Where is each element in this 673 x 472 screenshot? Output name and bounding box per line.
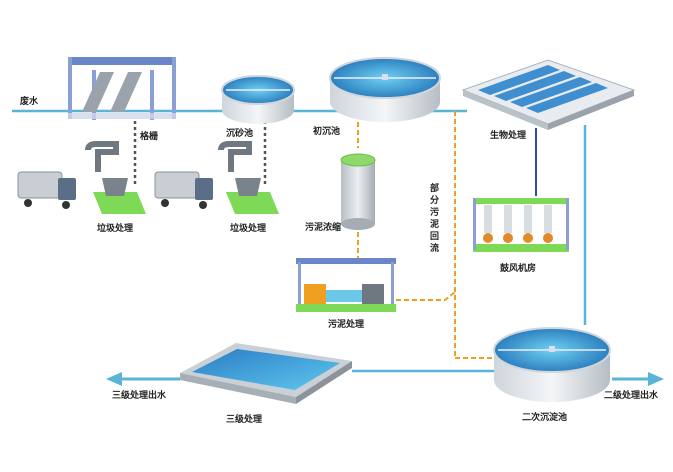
secondary-clarifier-icon [493, 327, 611, 402]
svg-text:回: 回 [430, 231, 439, 242]
svg-text:流: 流 [430, 242, 439, 254]
thickener-cylinder-icon [340, 153, 376, 230]
primary-clarifier-label: 初沉池 [313, 125, 340, 137]
garbage-truck-icon [17, 171, 76, 209]
svg-text:泥: 泥 [430, 218, 439, 230]
grit-chamber-label: 沉砂池 [226, 127, 253, 139]
tertiary-treatment-label: 三级处理 [226, 413, 262, 425]
screen-label: 格栅 [140, 130, 158, 142]
secondary-outflow-arrow [612, 372, 664, 386]
garbage-truck-icon [154, 171, 213, 209]
garbage-treatment-2-label: 垃圾处理 [230, 222, 266, 234]
garbage-treatment-1-label: 垃圾处理 [97, 222, 133, 234]
sludge-thickener-label: 污泥浓缩 [305, 221, 341, 233]
grit-tank-icon [221, 75, 295, 124]
sludge-treatment-label: 污泥处理 [328, 318, 364, 330]
blower-icon [473, 198, 569, 252]
wastewater-label: 废水 [20, 95, 39, 107]
tertiary-basin-icon [180, 343, 352, 404]
sludge-return-label: 部 分 污 泥 回 流 [430, 182, 439, 254]
svg-text:部: 部 [430, 182, 439, 194]
blower-room-label: 鼓风机房 [500, 262, 536, 274]
garbage-hopper-icon [85, 141, 146, 214]
svg-text:污: 污 [430, 206, 439, 218]
tertiary-outlet-label: 三级处理出水 [112, 389, 167, 401]
sludge-lines [357, 111, 500, 359]
waste-lines [133, 121, 267, 185]
screen-frame-icon [68, 57, 176, 120]
secondary-clarifier-label: 二次沉淀池 [522, 411, 567, 423]
sludge-press-icon [296, 258, 396, 312]
bio-basin-icon [461, 59, 636, 130]
svg-text:分: 分 [430, 194, 439, 206]
tertiary-outflow-arrow [106, 372, 180, 386]
garbage-hopper-icon [218, 141, 279, 214]
biological-treatment-label: 生物处理 [490, 129, 526, 141]
clarifier-tank-icon [329, 57, 441, 122]
secondary-outlet-label: 二级处理出水 [604, 389, 659, 401]
